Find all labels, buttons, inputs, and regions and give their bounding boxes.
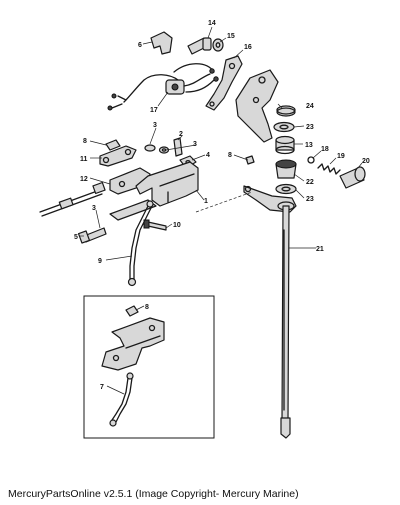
- pin-part-8-upper: [245, 155, 255, 165]
- washer-part-23-lower: [275, 183, 297, 195]
- callout-21: 21: [316, 246, 324, 253]
- callout-4: 4: [206, 152, 210, 159]
- bushing-part-24: [276, 105, 296, 117]
- callout-19: 19: [337, 153, 345, 160]
- parts-diagram: 14 15 16 6 17 24 23 13 18 19 20 22 23 21…: [39, 20, 370, 439]
- callout-5: 5: [74, 234, 78, 241]
- washer-part-23-upper: [273, 121, 295, 133]
- spring-part-19: [317, 163, 341, 175]
- link-rod-part-9: [127, 200, 154, 287]
- inset-detail: [83, 295, 215, 439]
- bushing-part-22: [275, 159, 297, 179]
- callout-18: 18: [321, 146, 329, 153]
- callout-23-upper: 23: [306, 124, 314, 131]
- callout-1: 1: [204, 198, 208, 205]
- callout-11: 11: [80, 156, 88, 163]
- shift-shaft-part-21: [280, 205, 291, 439]
- bolt-part-10: [143, 219, 167, 231]
- throttle-bracket-part-1: [109, 161, 199, 221]
- switch-harness-part-17: [107, 63, 219, 111]
- callout-7: 7: [100, 384, 104, 391]
- callout-22: 22: [306, 179, 314, 186]
- leader-lines: [80, 26, 363, 395]
- callout-3-right: 3: [193, 141, 197, 148]
- callout-16: 16: [244, 44, 252, 51]
- callout-13: 13: [305, 142, 313, 149]
- callout-6: 6: [138, 42, 142, 49]
- bracket-part-16: [205, 55, 243, 111]
- callout-14: 14: [208, 20, 216, 27]
- bolt-part-14: [187, 37, 212, 55]
- ball-part-18: [307, 156, 315, 164]
- bolt-part-5: [77, 227, 107, 244]
- callout-10: 10: [173, 222, 181, 229]
- shift-lever-arm: [235, 69, 279, 143]
- callouts: 14 15 16 6 17 24 23 13 18 19 20 22 23 21…: [74, 20, 370, 391]
- cable-end: [39, 181, 106, 217]
- nut-part-3-b: [158, 146, 170, 154]
- detent-screw-part-20: [339, 166, 366, 189]
- link-part-11: [99, 145, 137, 167]
- clip-part-6: [150, 31, 173, 55]
- callout-2: 2: [179, 131, 183, 138]
- callout-12: 12: [80, 176, 88, 183]
- callout-23-lower: 23: [306, 196, 314, 203]
- callout-9: 9: [98, 258, 102, 265]
- image-caption: MercuryPartsOnline v2.5.1 (Image Copyrig…: [8, 488, 299, 500]
- callout-20: 20: [362, 158, 370, 165]
- callout-8-right: 8: [228, 152, 232, 159]
- screw-part-8-left: [105, 139, 121, 151]
- pin-part-2: [173, 137, 183, 157]
- washer-part-3-a: [144, 144, 156, 152]
- callout-3-top: 3: [153, 122, 157, 129]
- callout-3-left: 3: [92, 205, 96, 212]
- callout-15: 15: [227, 33, 235, 40]
- bushing-part-13: [275, 135, 295, 155]
- callout-8-inset: 8: [145, 304, 149, 311]
- callout-24: 24: [306, 103, 314, 110]
- callout-17: 17: [150, 107, 158, 114]
- callout-8-left: 8: [83, 138, 87, 145]
